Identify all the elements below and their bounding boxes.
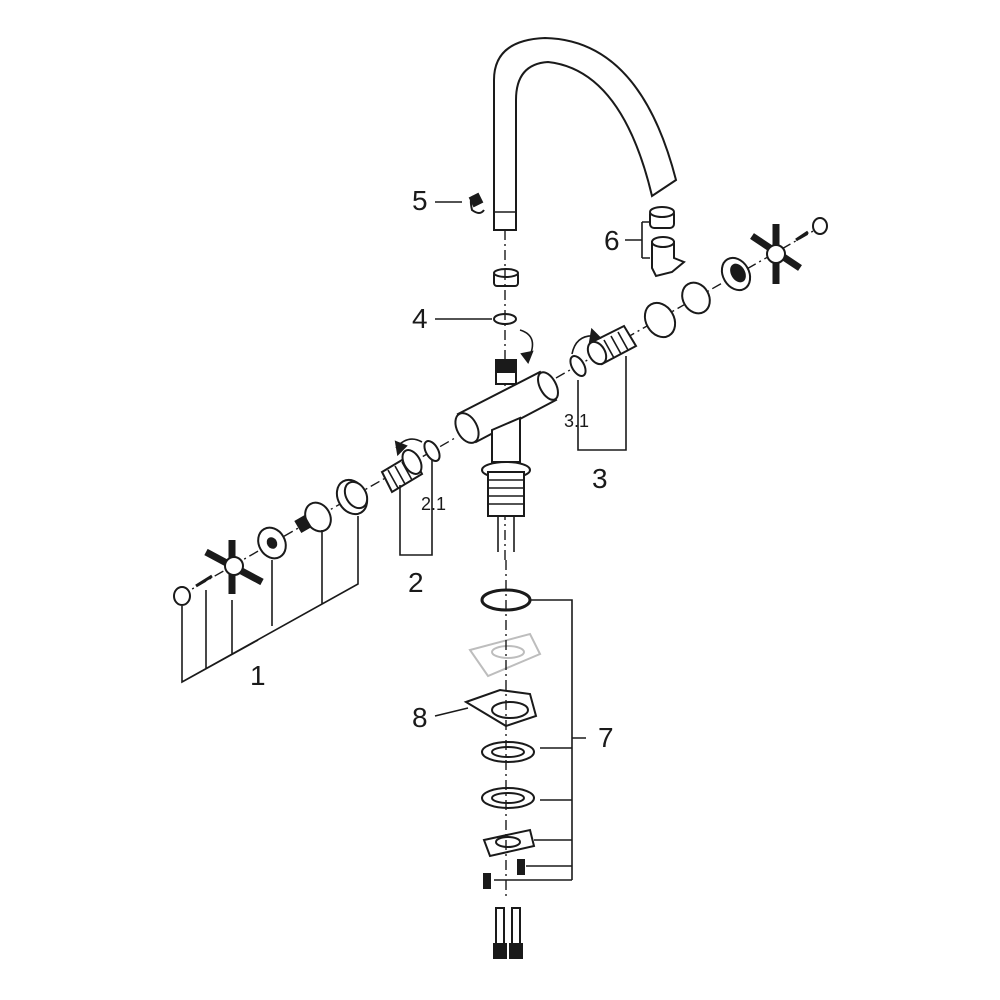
cap-right: [812, 217, 828, 235]
cap: [173, 586, 191, 606]
leader-1: [181, 516, 359, 684]
clip-part-5: [468, 192, 485, 214]
nut-part: [493, 268, 519, 287]
washer-base-2: [481, 787, 535, 809]
screw: [195, 574, 213, 588]
cartridge-part-3: [571, 324, 638, 366]
cover-ring: [335, 478, 369, 516]
supply-hoses: [493, 907, 523, 959]
cover-ring-right: [643, 301, 677, 339]
label-3-1: 3.1: [564, 411, 590, 431]
label-7: 7: [598, 722, 614, 753]
washer: [257, 526, 287, 560]
label-6: 6: [604, 225, 620, 256]
label-2: 2: [408, 567, 424, 598]
label-1: 1: [250, 660, 266, 691]
leader-7: [494, 599, 586, 881]
leader-8: [434, 707, 469, 717]
o-ring-part-3-1: [569, 355, 587, 377]
leader-2: [399, 460, 433, 556]
leader-3: [577, 356, 627, 451]
label-2-1: 2.1: [421, 494, 447, 514]
bolt-left: [483, 873, 491, 889]
mixer-body: [454, 329, 559, 552]
o-ring-part-2-1: [423, 440, 441, 462]
label-5: 5: [412, 185, 428, 216]
cartridge-part-2: [380, 438, 424, 494]
leader-6: [625, 221, 650, 259]
ghost-bracket: [468, 632, 542, 678]
cross-handle-right: [750, 224, 802, 284]
washer-base-1: [481, 741, 535, 763]
label-3: 3: [592, 463, 608, 494]
screw-right: [795, 230, 809, 242]
aerator-part-6: [649, 206, 686, 278]
adapter-sleeve: [294, 501, 332, 534]
fixing-plate: [482, 828, 536, 858]
spout: [493, 36, 678, 231]
mounting-bracket-part-8: [463, 688, 538, 728]
label-4: 4: [412, 303, 428, 334]
cross-handle-left: [204, 540, 264, 594]
bolt-right: [517, 859, 525, 875]
label-8: 8: [412, 702, 428, 733]
washer-right: [720, 256, 752, 292]
adapter-sleeve-right: [681, 281, 711, 315]
